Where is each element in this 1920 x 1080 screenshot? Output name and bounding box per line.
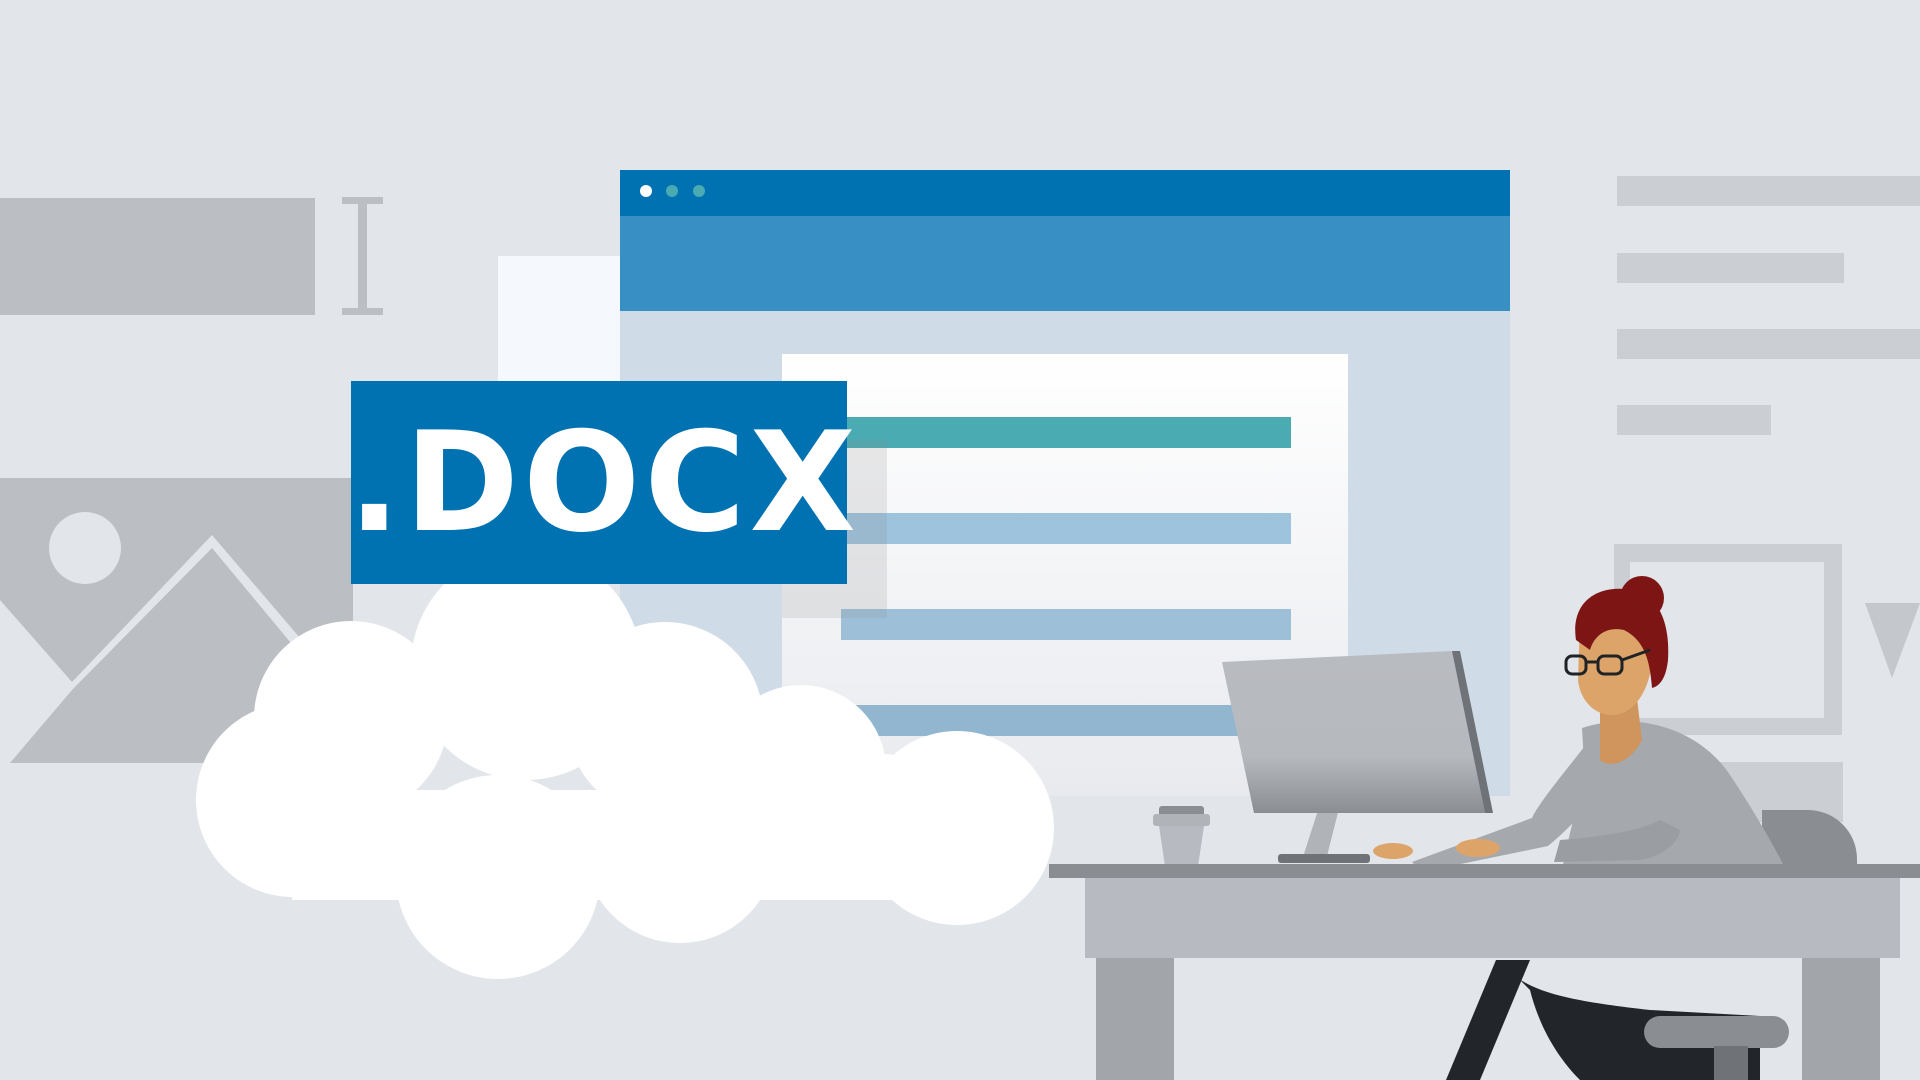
file-extension-label: .DOCX — [348, 401, 860, 563]
chair-post — [1714, 1046, 1748, 1080]
image-placeholder-icon — [0, 478, 353, 763]
i-beam-icon — [342, 197, 383, 315]
glasses-icon — [1564, 648, 1651, 676]
text-line — [1617, 329, 1920, 359]
text-block-placeholder — [0, 198, 315, 315]
cloud-icon — [196, 550, 1054, 979]
monitor-icon — [1222, 651, 1493, 863]
desk-scene — [1049, 576, 1920, 1080]
chair-back — [1762, 810, 1857, 870]
person-figure — [1373, 576, 1790, 1080]
content-bar — [841, 417, 1291, 448]
window-dot-icon — [693, 185, 705, 197]
coffee-cup-icon — [1153, 806, 1210, 866]
window-ribbon — [620, 216, 1510, 311]
text-line — [1617, 176, 1920, 206]
window-title-bar — [620, 170, 1510, 216]
desk-leg — [1096, 958, 1174, 1080]
content-bar — [841, 705, 1291, 736]
left-wireframe — [0, 197, 383, 763]
window-dot-icon — [666, 185, 678, 197]
desk-apron — [1085, 878, 1900, 958]
desk-leg — [1802, 958, 1880, 1080]
chair-seat — [1644, 1016, 1789, 1048]
desk-top — [1049, 864, 1920, 878]
content-bar — [841, 513, 1291, 544]
docx-file-badge: .DOCX — [348, 381, 856, 584]
content-bar — [841, 609, 1291, 640]
text-line — [1617, 253, 1844, 283]
window-dot-icon — [640, 185, 652, 197]
play-triangle-icon — [1865, 603, 1920, 678]
right-wireframe — [1614, 176, 1920, 822]
text-line — [1617, 405, 1771, 435]
